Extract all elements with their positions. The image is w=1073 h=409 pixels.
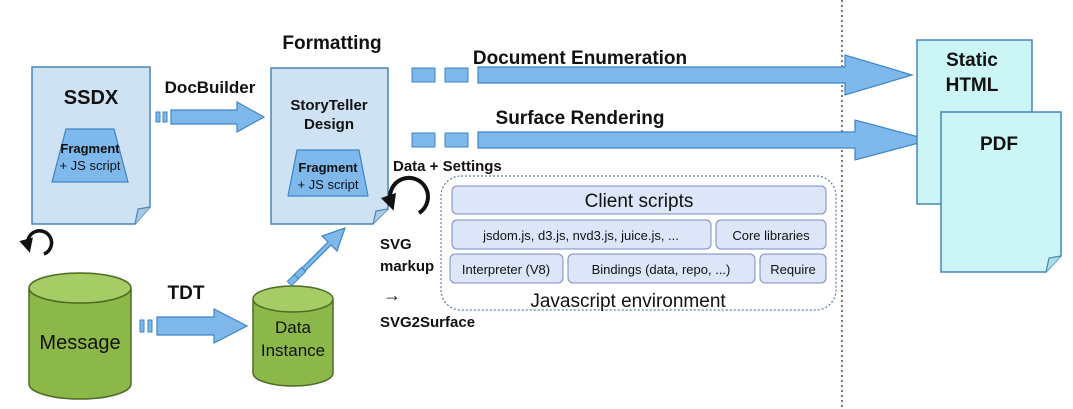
libs-label: jsdom.js, d3.js, nvd3.js, juice.js, ... — [482, 228, 679, 243]
bindings-box — [567, 253, 756, 284]
data-instance-label-line1: Data — [275, 318, 311, 337]
client-scripts-label: Client scripts — [585, 191, 694, 212]
core-libraries-label: Core libraries — [732, 228, 810, 243]
javascript-environment: Client scripts jsdom.js, d3.js, nvd3.js,… — [440, 175, 837, 312]
data-instance-cylinder: Data Instance — [252, 285, 334, 387]
refresh-loop-icon — [19, 229, 54, 256]
svg2surface-label: SVG2Surface — [380, 314, 475, 331]
document-enumeration-label: Document Enumeration — [473, 48, 687, 69]
docbuilder-label: DocBuilder — [165, 78, 256, 97]
static-html-label-line1: Static — [946, 50, 998, 71]
data-settings-label: Data + Settings — [393, 158, 502, 175]
interpreter-label: Interpreter (V8) — [462, 262, 550, 277]
libs-box — [451, 219, 712, 250]
svg-markup-label-line1: SVG — [380, 236, 412, 253]
storyteller-document: StoryTeller Design Fragment + JS script — [270, 67, 389, 225]
require-label: Require — [770, 262, 816, 277]
javascript-environment-label: Javascript environment — [530, 291, 726, 312]
ssdx-document: SSDX Fragment + JS script — [31, 66, 151, 225]
docbuilder-arrow — [155, 100, 266, 134]
ssdx-fragment-label: Fragment — [60, 141, 120, 156]
svg-arrow-glyph: → — [383, 285, 401, 305]
storyteller-fragment-label: Fragment — [298, 160, 358, 175]
ssdx-fragment-shape: Fragment + JS script — [51, 128, 129, 183]
storyteller-fragment-shape: Fragment + JS script — [287, 149, 369, 197]
surface-rendering-arrow — [411, 119, 933, 161]
static-html-label-line2: HTML — [946, 75, 999, 96]
tdt-arrow — [139, 308, 249, 344]
data-instance-label-line2: Instance — [261, 341, 325, 360]
pdf-label: PDF — [980, 134, 1018, 155]
svg-markup-label-line2: markup — [380, 258, 434, 275]
tdt-label: TDT — [168, 283, 205, 304]
message-label: Message — [39, 332, 120, 354]
formatting-label: Formatting — [282, 33, 381, 54]
surface-rendering-label: Surface Rendering — [496, 108, 665, 129]
pdf-document: PDF — [940, 111, 1062, 273]
ssdx-title: SSDX — [64, 87, 119, 109]
diagonal-arrow — [286, 227, 346, 287]
document-enumeration-arrow — [411, 54, 915, 96]
interpreter-box — [449, 253, 564, 284]
ssdx-js-script-label: + JS script — [59, 158, 120, 173]
storyteller-title-line2: Design — [304, 116, 354, 133]
core-libraries-box — [715, 219, 827, 250]
storyteller-title-line1: StoryTeller — [290, 97, 367, 114]
message-cylinder: Message — [28, 272, 132, 400]
bindings-label: Bindings (data, repo, ...) — [592, 262, 731, 277]
client-scripts-box — [451, 185, 827, 215]
loop-arrow-icon — [380, 175, 430, 215]
require-box — [759, 253, 827, 284]
storyteller-js-script-label: + JS script — [297, 177, 358, 192]
